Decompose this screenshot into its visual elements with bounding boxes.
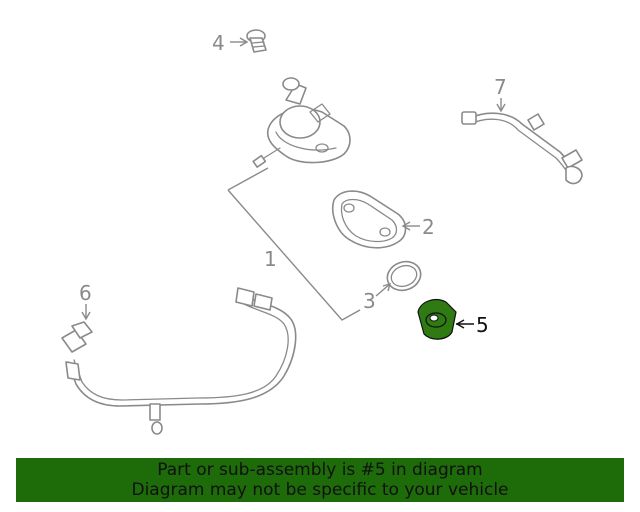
banner-line-2: Diagram may not be specific to your vehi… [131, 480, 509, 500]
banner-line-1: Part or sub-assembly is #5 in diagram [157, 460, 483, 480]
fuel-line-part-7[interactable] [461, 111, 583, 185]
callout-2: 2 [422, 215, 435, 239]
callout-3: 3 [363, 289, 376, 313]
info-banner: Part or sub-assembly is #5 in diagram Di… [16, 458, 624, 502]
bolt-part-4[interactable] [230, 29, 267, 53]
callout-4: 4 [212, 31, 225, 55]
callout-5: 5 [476, 313, 489, 337]
callout-6: 6 [79, 281, 92, 305]
leader-1 [227, 167, 361, 321]
callout-7: 7 [494, 75, 507, 99]
o-ring-part-3[interactable] [383, 257, 425, 295]
gasket-part-2[interactable] [332, 190, 407, 249]
pump-follower-part-5[interactable] [417, 299, 457, 340]
fuel-pump-part-1[interactable] [252, 77, 351, 168]
callout-1: 1 [264, 247, 277, 271]
fuel-line-part-6[interactable] [61, 287, 297, 435]
